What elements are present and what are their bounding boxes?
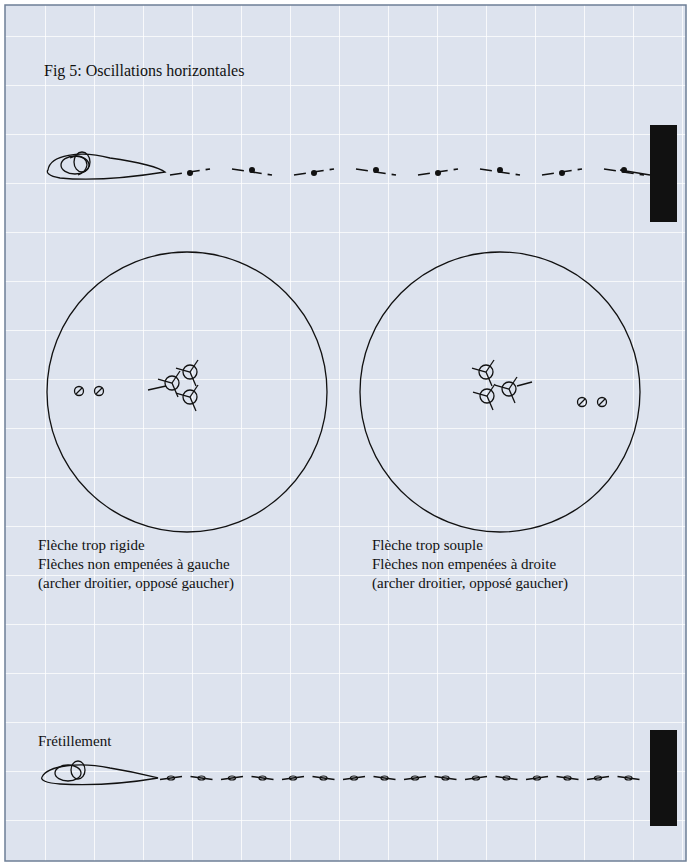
- caption-line: Flèches non empenées à gauche: [38, 556, 230, 573]
- caption-line: (archer droitier, opposé gaucher): [372, 575, 568, 592]
- arrow-wiggle: [160, 776, 640, 780]
- fletching: [42, 152, 165, 785]
- caption-heading: Flèche trop rigide: [38, 537, 145, 554]
- target-bar: [650, 730, 677, 826]
- caption-line: (archer droitier, opposé gaucher): [38, 575, 234, 592]
- arrow-hits: [75, 360, 607, 411]
- section-label: Frétillement: [38, 733, 111, 750]
- target-face: [360, 252, 640, 532]
- arrow-oscillation: [170, 167, 650, 176]
- figure-title: Fig 5: Oscillations horizontales: [44, 62, 244, 80]
- target-bar: [650, 125, 677, 222]
- target-face: [47, 252, 327, 532]
- caption-line: Flèches non empenées à droite: [372, 556, 556, 573]
- grid-ground: [5, 5, 686, 861]
- caption-heading: Flèche trop souple: [372, 537, 483, 554]
